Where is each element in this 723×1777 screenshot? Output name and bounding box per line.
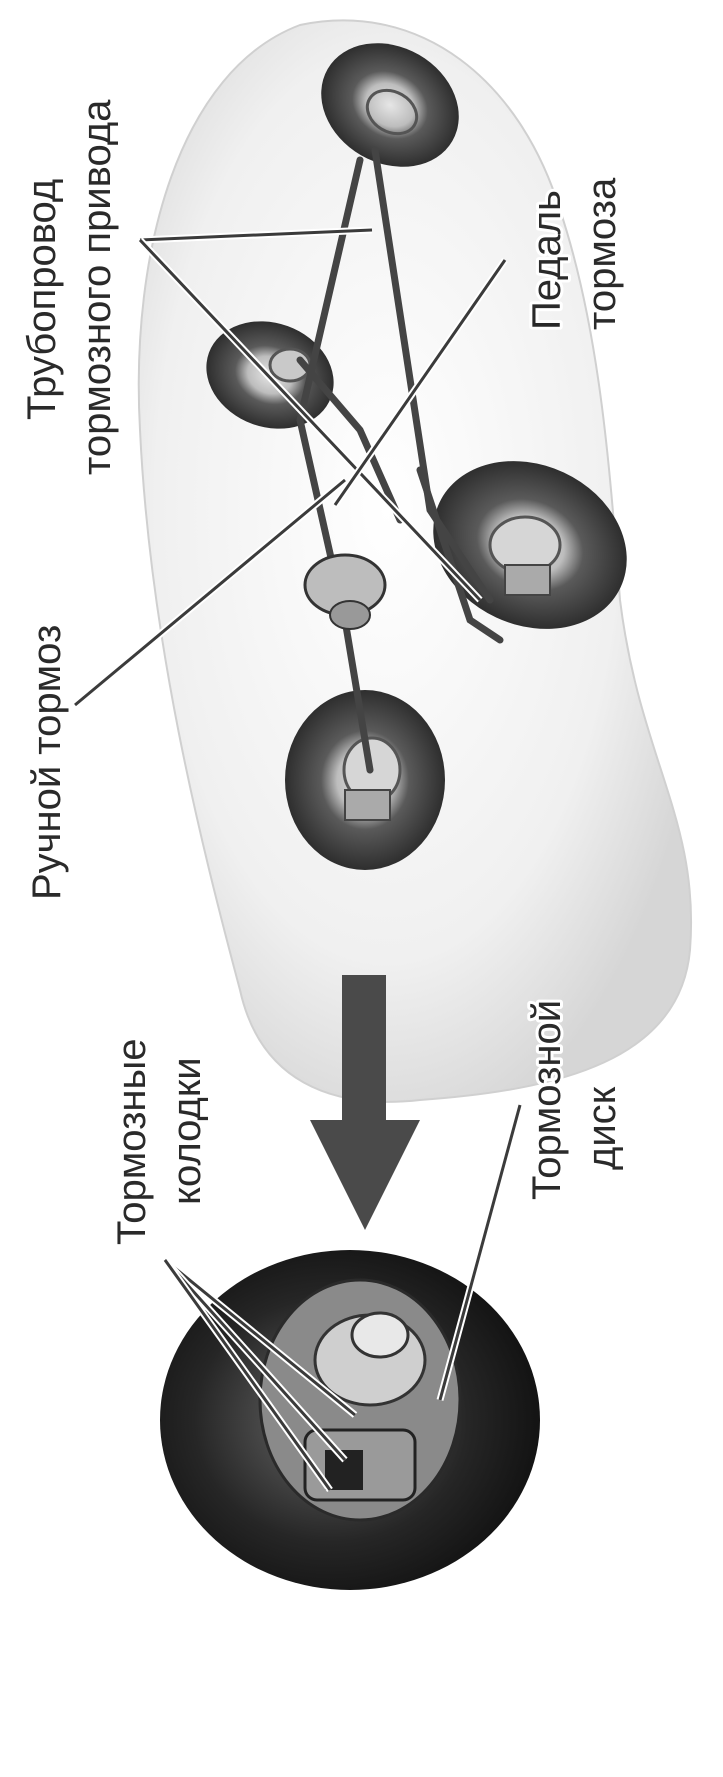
label-brake-pads-line2: колодки xyxy=(165,1057,209,1205)
label-brake-pedal-2: тормоза xyxy=(580,177,624,330)
label-hand-brake-text: Ручной тормоз xyxy=(25,625,69,900)
label-brake-pads-2: колодки xyxy=(165,1057,209,1205)
label-brake-pads: Тормозные xyxy=(110,1038,154,1245)
label-brake-disc-line2: диск xyxy=(580,1086,624,1170)
label-brake-disc-line1: Тормозной xyxy=(525,1000,569,1200)
label-brake-pedal-line1: Педаль xyxy=(525,190,569,330)
label-brake-line-line2: тормозного привода xyxy=(75,99,119,475)
label-brake-line-line1: Трубопровод xyxy=(20,179,64,420)
label-brake-line: Трубопровод xyxy=(20,179,64,420)
label-brake-pads-line1: Тормозные xyxy=(110,1038,154,1245)
label-hand-brake: Ручной тормоз xyxy=(25,625,69,900)
label-brake-disc: Тормозной xyxy=(525,1000,569,1200)
label-brake-disc-2: диск xyxy=(580,1086,624,1170)
wheel-front-left xyxy=(285,690,445,870)
label-brake-pedal-line2: тормоза xyxy=(580,177,624,330)
label-brake-line-2: тормозного привода xyxy=(75,99,119,475)
label-brake-pedal: Педаль xyxy=(525,190,569,330)
